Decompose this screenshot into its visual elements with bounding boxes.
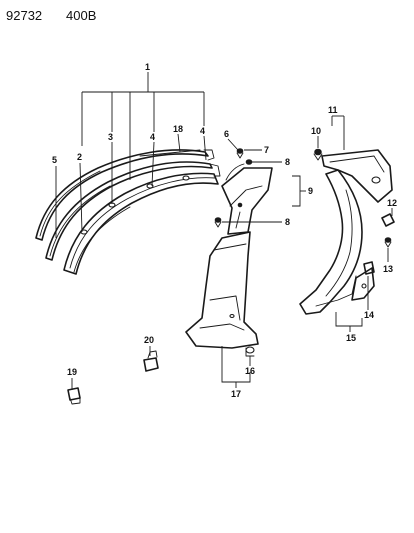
- callout-labels: 1 2 3 4 4 5 6 7 8 8 9 10 11 12 13 14 15 …: [52, 62, 397, 399]
- callout-8-top: 8: [285, 157, 290, 167]
- callout-12: 12: [387, 198, 397, 208]
- callout-19: 19: [67, 367, 77, 377]
- callout-16: 16: [245, 366, 255, 376]
- callout-4-right: 4: [200, 126, 205, 136]
- callout-4-left: 4: [150, 132, 155, 142]
- callout-18: 18: [173, 124, 183, 134]
- callout-14: 14: [364, 310, 374, 320]
- roof-rail-trim: [63, 172, 219, 275]
- fasteners-upper: [214, 148, 253, 228]
- quarter-trim: [299, 148, 395, 315]
- lower-pillar-trim: [185, 231, 259, 349]
- callout-9: 9: [308, 186, 313, 196]
- center-pillar-trim: [185, 163, 273, 357]
- clip-19: [67, 387, 81, 405]
- callout-7: 7: [264, 145, 269, 155]
- callout-13: 13: [383, 264, 393, 274]
- callout-1: 1: [145, 62, 150, 72]
- callout-5: 5: [52, 155, 57, 165]
- callout-6: 6: [224, 129, 229, 139]
- weatherstrip-inner: [45, 161, 213, 261]
- quarter-trim-upper: [321, 149, 393, 203]
- callout-11: 11: [328, 105, 338, 115]
- upper-pillar-garnish: [221, 167, 273, 235]
- callout-17: 17: [231, 389, 241, 399]
- callout-10: 10: [311, 126, 321, 136]
- weatherstrip-outer: [35, 149, 209, 241]
- leader-lines: [55, 72, 393, 390]
- diagram-number: 92732: [6, 8, 42, 23]
- quarter-trim-lower: [299, 169, 363, 315]
- roof-side-trim-group: [35, 149, 221, 275]
- callout-2: 2: [77, 152, 82, 162]
- callout-20: 20: [144, 335, 154, 345]
- callout-3: 3: [108, 132, 113, 142]
- callout-8-bottom: 8: [285, 217, 290, 227]
- diagram-code: 400B: [66, 8, 96, 23]
- callout-15: 15: [346, 333, 356, 343]
- clip-20: [143, 350, 159, 372]
